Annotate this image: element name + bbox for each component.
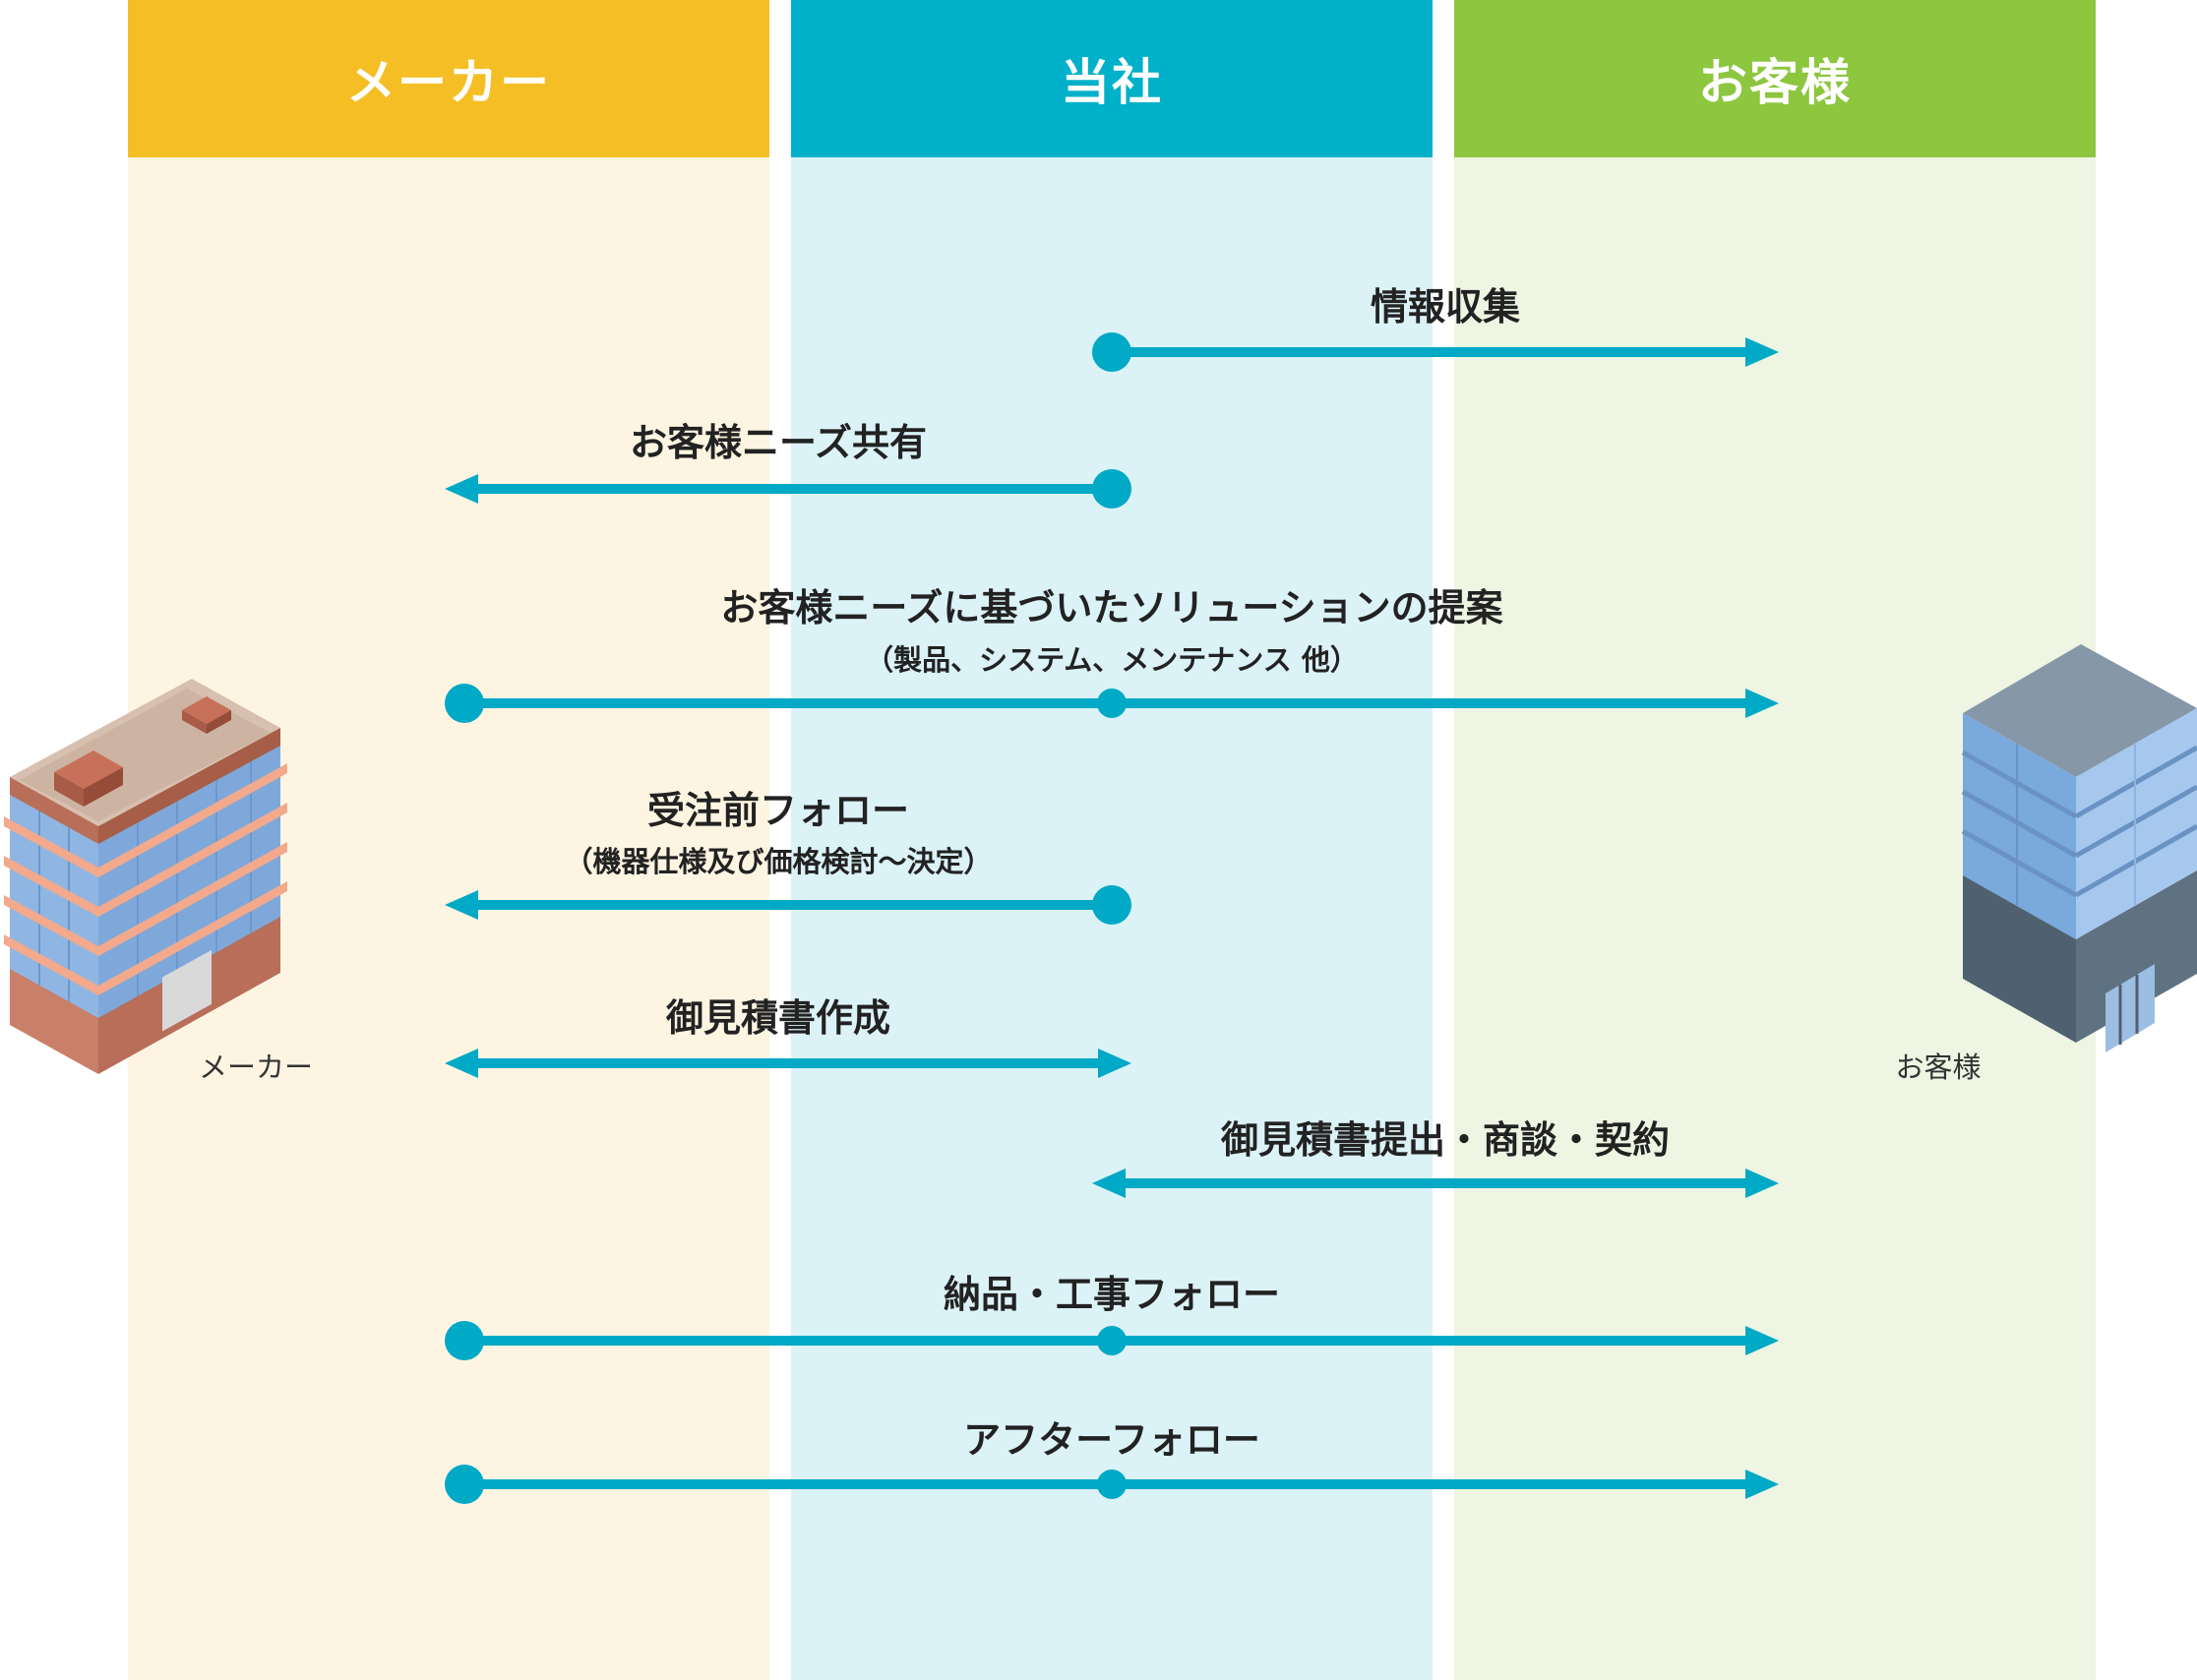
flow-line-3 [478, 900, 1112, 910]
step-label-quote-submission: 御見積書提出・商談・契約 [1220, 1118, 1671, 1162]
midpoint-dot-6 [1097, 1326, 1127, 1355]
arrowhead-6 [1745, 1326, 1779, 1355]
step-label-delivery-follow: 納品・工事フォロー [943, 1273, 1281, 1316]
maker-building-label: メーカー [198, 1050, 314, 1084]
step-label-after-follow: アフターフォロー [963, 1418, 1260, 1462]
step-label-pre-order-follow: 受注前フォロー [646, 789, 910, 832]
start-dot-3 [1092, 885, 1131, 925]
midpoint-dot-2 [1097, 689, 1127, 718]
arrowhead-left-5 [1092, 1169, 1126, 1198]
arrowhead-3 [445, 890, 478, 920]
customer-building-illustration [1961, 644, 2197, 1052]
step-label-info-collection: 情報収集 [1370, 285, 1521, 329]
step-label-needs-share: お客様ニーズ共有 [629, 421, 928, 464]
arrowhead-right-4 [1098, 1049, 1131, 1078]
lane-header-maker: メーカー [128, 0, 769, 157]
arrowhead-right-5 [1745, 1169, 1779, 1198]
step-label-solution-proposal: お客様ニーズに基づいたソリューションの提案 [720, 586, 1503, 630]
midpoint-dot-7 [1097, 1470, 1127, 1499]
flow-line-5 [1126, 1178, 1745, 1188]
flow-line-1 [478, 484, 1112, 494]
start-dot-0 [1092, 332, 1131, 372]
flow-line-4 [478, 1058, 1098, 1068]
arrowhead-2 [1745, 689, 1779, 718]
step-sub-solution-proposal: （製品、システム、メンテナンス 他） [865, 643, 1359, 677]
lane-header-customer: お客様 [1454, 0, 2096, 157]
start-dot-1 [1092, 469, 1131, 509]
start-dot-6 [445, 1321, 484, 1360]
maker-building-illustration [4, 679, 287, 1074]
step-sub-pre-order-follow: （機器仕様及び価格検討〜決定） [564, 845, 993, 878]
arrowhead-1 [445, 474, 478, 504]
step-label-quote-creation: 御見積書作成 [665, 996, 891, 1040]
start-dot-2 [445, 684, 484, 723]
flow-line-0 [1112, 347, 1745, 357]
customer-building-label: お客様 [1895, 1050, 1982, 1084]
arrowhead-0 [1745, 337, 1779, 367]
start-dot-7 [445, 1465, 484, 1504]
lane-header-company: 当社 [791, 0, 1433, 157]
arrowhead-7 [1745, 1470, 1779, 1499]
arrowhead-left-4 [445, 1049, 478, 1078]
